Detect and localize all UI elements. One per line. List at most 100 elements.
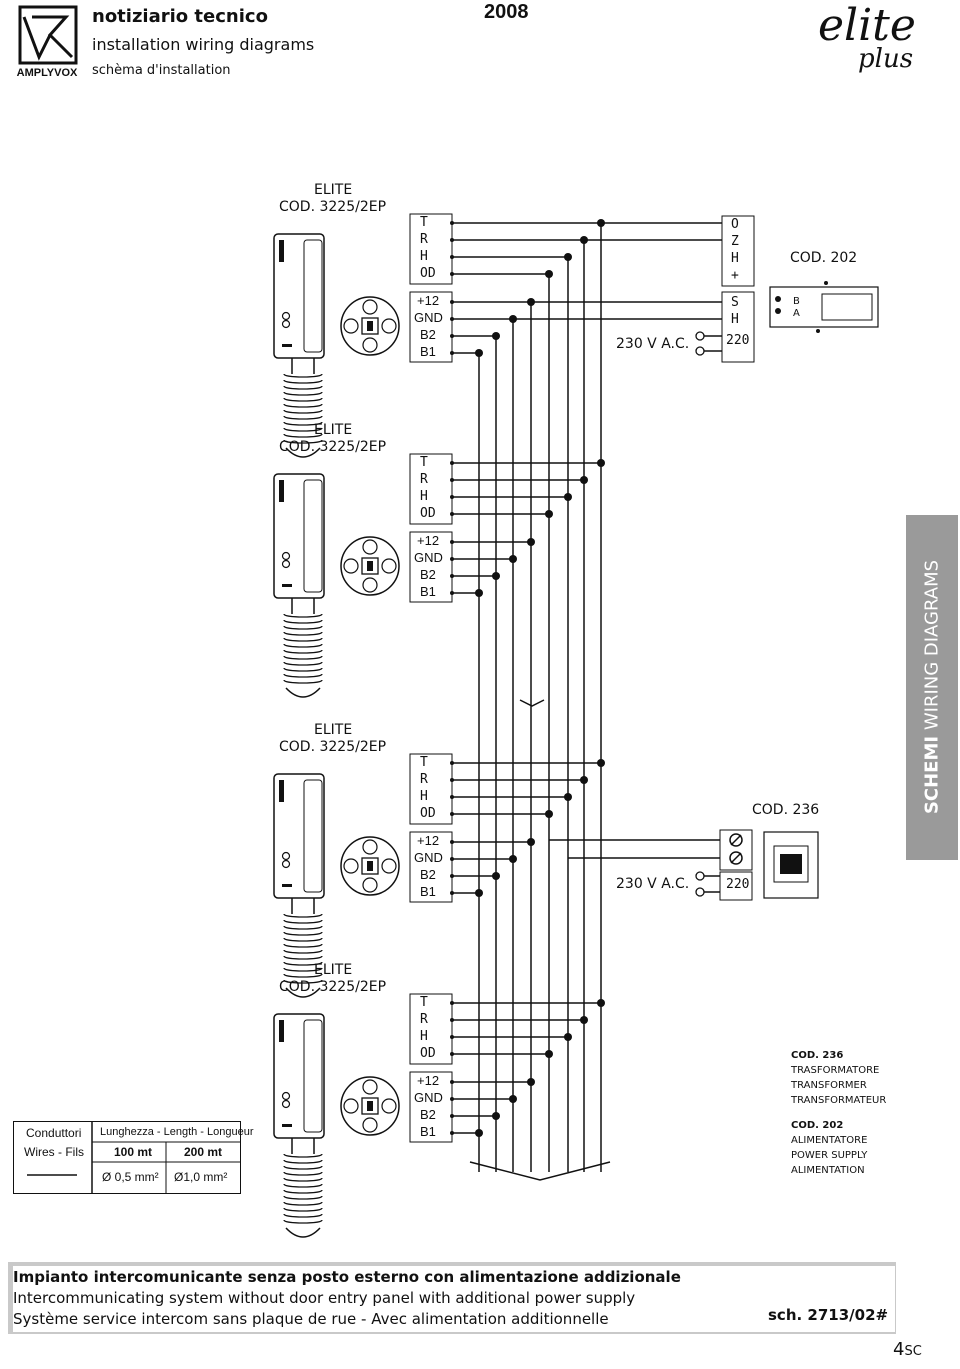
legend-236-it: TRASFORMATORE bbox=[791, 1065, 880, 1076]
button-icon bbox=[281, 1091, 291, 1101]
legend-202-en: POWER SUPPLY bbox=[791, 1150, 868, 1161]
terminal-b1: B1 bbox=[420, 584, 436, 599]
side-band: SCHEMI WIRING DIAGRAMS bbox=[906, 515, 958, 860]
terminal-b1: B1 bbox=[420, 884, 436, 899]
led-icon bbox=[775, 296, 781, 302]
terminal-b1: B1 bbox=[420, 1124, 436, 1139]
cord-end bbox=[285, 687, 321, 698]
terminal-H: H bbox=[420, 1029, 428, 1044]
cord-stem bbox=[291, 898, 315, 914]
terminal-b1: B1 bbox=[420, 344, 436, 359]
junction-dot bbox=[527, 838, 535, 846]
terminal-R: R bbox=[420, 1012, 428, 1027]
legend-236-en: TRANSFORMER bbox=[791, 1080, 867, 1091]
arrow-up-icon bbox=[362, 299, 378, 315]
coiled-cord-icon bbox=[283, 1153, 323, 1224]
mains-terminal-icon bbox=[695, 346, 705, 356]
header-subtitle-fr: schèma d'installation bbox=[92, 63, 231, 78]
handset-brand-mark bbox=[279, 780, 284, 802]
mains-terminal-icon bbox=[695, 871, 705, 881]
arrow-up-icon bbox=[362, 539, 378, 555]
handset-grip bbox=[303, 779, 323, 893]
terminal-block-lower bbox=[409, 1071, 453, 1143]
mains-label-1: 230 V A.C. bbox=[616, 336, 690, 352]
junction-dot bbox=[509, 1095, 517, 1103]
junction-dot bbox=[597, 759, 605, 767]
junction-dot bbox=[597, 999, 605, 1007]
arrow-left-icon bbox=[343, 558, 359, 574]
terminal-block-upper bbox=[409, 753, 453, 825]
legend-202-it: ALIMENTATORE bbox=[791, 1135, 868, 1146]
caption-italian: Impianto intercomunicante senza posto es… bbox=[13, 1268, 681, 1286]
terminal-b2: B2 bbox=[420, 867, 436, 882]
transformer-module bbox=[763, 831, 819, 899]
terminal-b2: B2 bbox=[420, 327, 436, 342]
handset-4 bbox=[273, 1013, 325, 1238]
caption-french: Système service intercom sans plaque de … bbox=[13, 1310, 609, 1328]
keypad-display bbox=[367, 561, 373, 571]
legend-202-fr: ALIMENTATION bbox=[791, 1165, 865, 1176]
arrow-up-icon bbox=[362, 839, 378, 855]
cord-stem bbox=[291, 598, 315, 614]
wires-length-200: 200 mt bbox=[184, 1145, 223, 1159]
wires-table: Conduttori Wires - Fils Lunghezza - Leng… bbox=[13, 1121, 254, 1194]
handset-2 bbox=[273, 473, 325, 698]
brand-plus: plus bbox=[858, 44, 914, 74]
terminal-screw-icon bbox=[729, 851, 743, 865]
terminal-T: T bbox=[420, 215, 428, 230]
unit-model: ELITE bbox=[314, 962, 353, 978]
terminal-gnd: GND bbox=[414, 550, 443, 565]
keypad-ring bbox=[340, 296, 400, 356]
coiled-cord-icon bbox=[283, 373, 323, 444]
brand-elite: elite bbox=[818, 0, 916, 51]
terminal-R: R bbox=[420, 232, 428, 247]
junction-dot bbox=[564, 253, 572, 261]
bus-break-icon bbox=[519, 699, 545, 707]
unit-model: ELITE bbox=[314, 422, 353, 438]
arrow-down-icon bbox=[362, 877, 378, 893]
terminal-OD: OD bbox=[420, 806, 436, 821]
led-icon bbox=[775, 308, 781, 314]
button-icon bbox=[281, 319, 291, 329]
logo-text: AMPLYVOX bbox=[16, 67, 78, 79]
arrow-down-icon bbox=[362, 1117, 378, 1133]
terminal-T: T bbox=[420, 995, 428, 1010]
keypad-ring bbox=[340, 1076, 400, 1136]
terminal-OD: OD bbox=[420, 1046, 436, 1061]
side-band-bold: SCHEMI bbox=[921, 735, 943, 815]
caption-english: Intercommunicating system without door e… bbox=[13, 1289, 636, 1307]
legend-code-202: COD. 202 bbox=[791, 1120, 844, 1131]
side-band-text: SCHEMI WIRING DIAGRAMS bbox=[922, 560, 943, 814]
arrow-right-icon bbox=[381, 858, 397, 874]
page-number-value: 4 bbox=[893, 1339, 905, 1360]
arrow-down-icon bbox=[362, 337, 378, 353]
unit-code: COD. 3225/2EP bbox=[279, 439, 387, 455]
handset-grip bbox=[303, 479, 323, 593]
terminal-block-2: T R H OD +12 GND B2 B1 bbox=[412, 454, 452, 600]
screw-icon bbox=[816, 329, 820, 333]
junction-dot bbox=[492, 572, 500, 580]
terminal-H: H bbox=[420, 489, 428, 504]
junction-dot bbox=[545, 510, 553, 518]
logo-mark-icon bbox=[14, 5, 80, 81]
terminal-block-lower bbox=[409, 831, 453, 903]
diagram-code: sch. 2713/02# bbox=[768, 1306, 889, 1324]
legend-236-fr: TRANSFORMATEUR bbox=[791, 1095, 887, 1106]
handset-slot bbox=[282, 344, 292, 347]
wires-section-1: Ø 0,5 mm² bbox=[102, 1170, 159, 1184]
junction-dot bbox=[564, 493, 572, 501]
terminal-H: H bbox=[420, 249, 428, 264]
terminal-block-lower bbox=[409, 291, 453, 363]
keypad-display bbox=[367, 861, 373, 871]
junction-dot bbox=[527, 1078, 535, 1086]
terminal-gnd: GND bbox=[414, 1090, 443, 1105]
terminal-b2: B2 bbox=[420, 567, 436, 582]
legend: COD. 236 TRASFORMATORE TRANSFORMER TRANS… bbox=[791, 1048, 901, 1178]
keypad-ring bbox=[340, 536, 400, 596]
coiled-cord-icon bbox=[283, 613, 323, 684]
junction-dot bbox=[545, 810, 553, 818]
terminal-gnd: GND bbox=[414, 850, 443, 865]
terminal-screw-slot bbox=[730, 852, 742, 864]
handset-slot bbox=[282, 584, 292, 587]
wires-col-label-1: Conduttori bbox=[26, 1126, 82, 1140]
